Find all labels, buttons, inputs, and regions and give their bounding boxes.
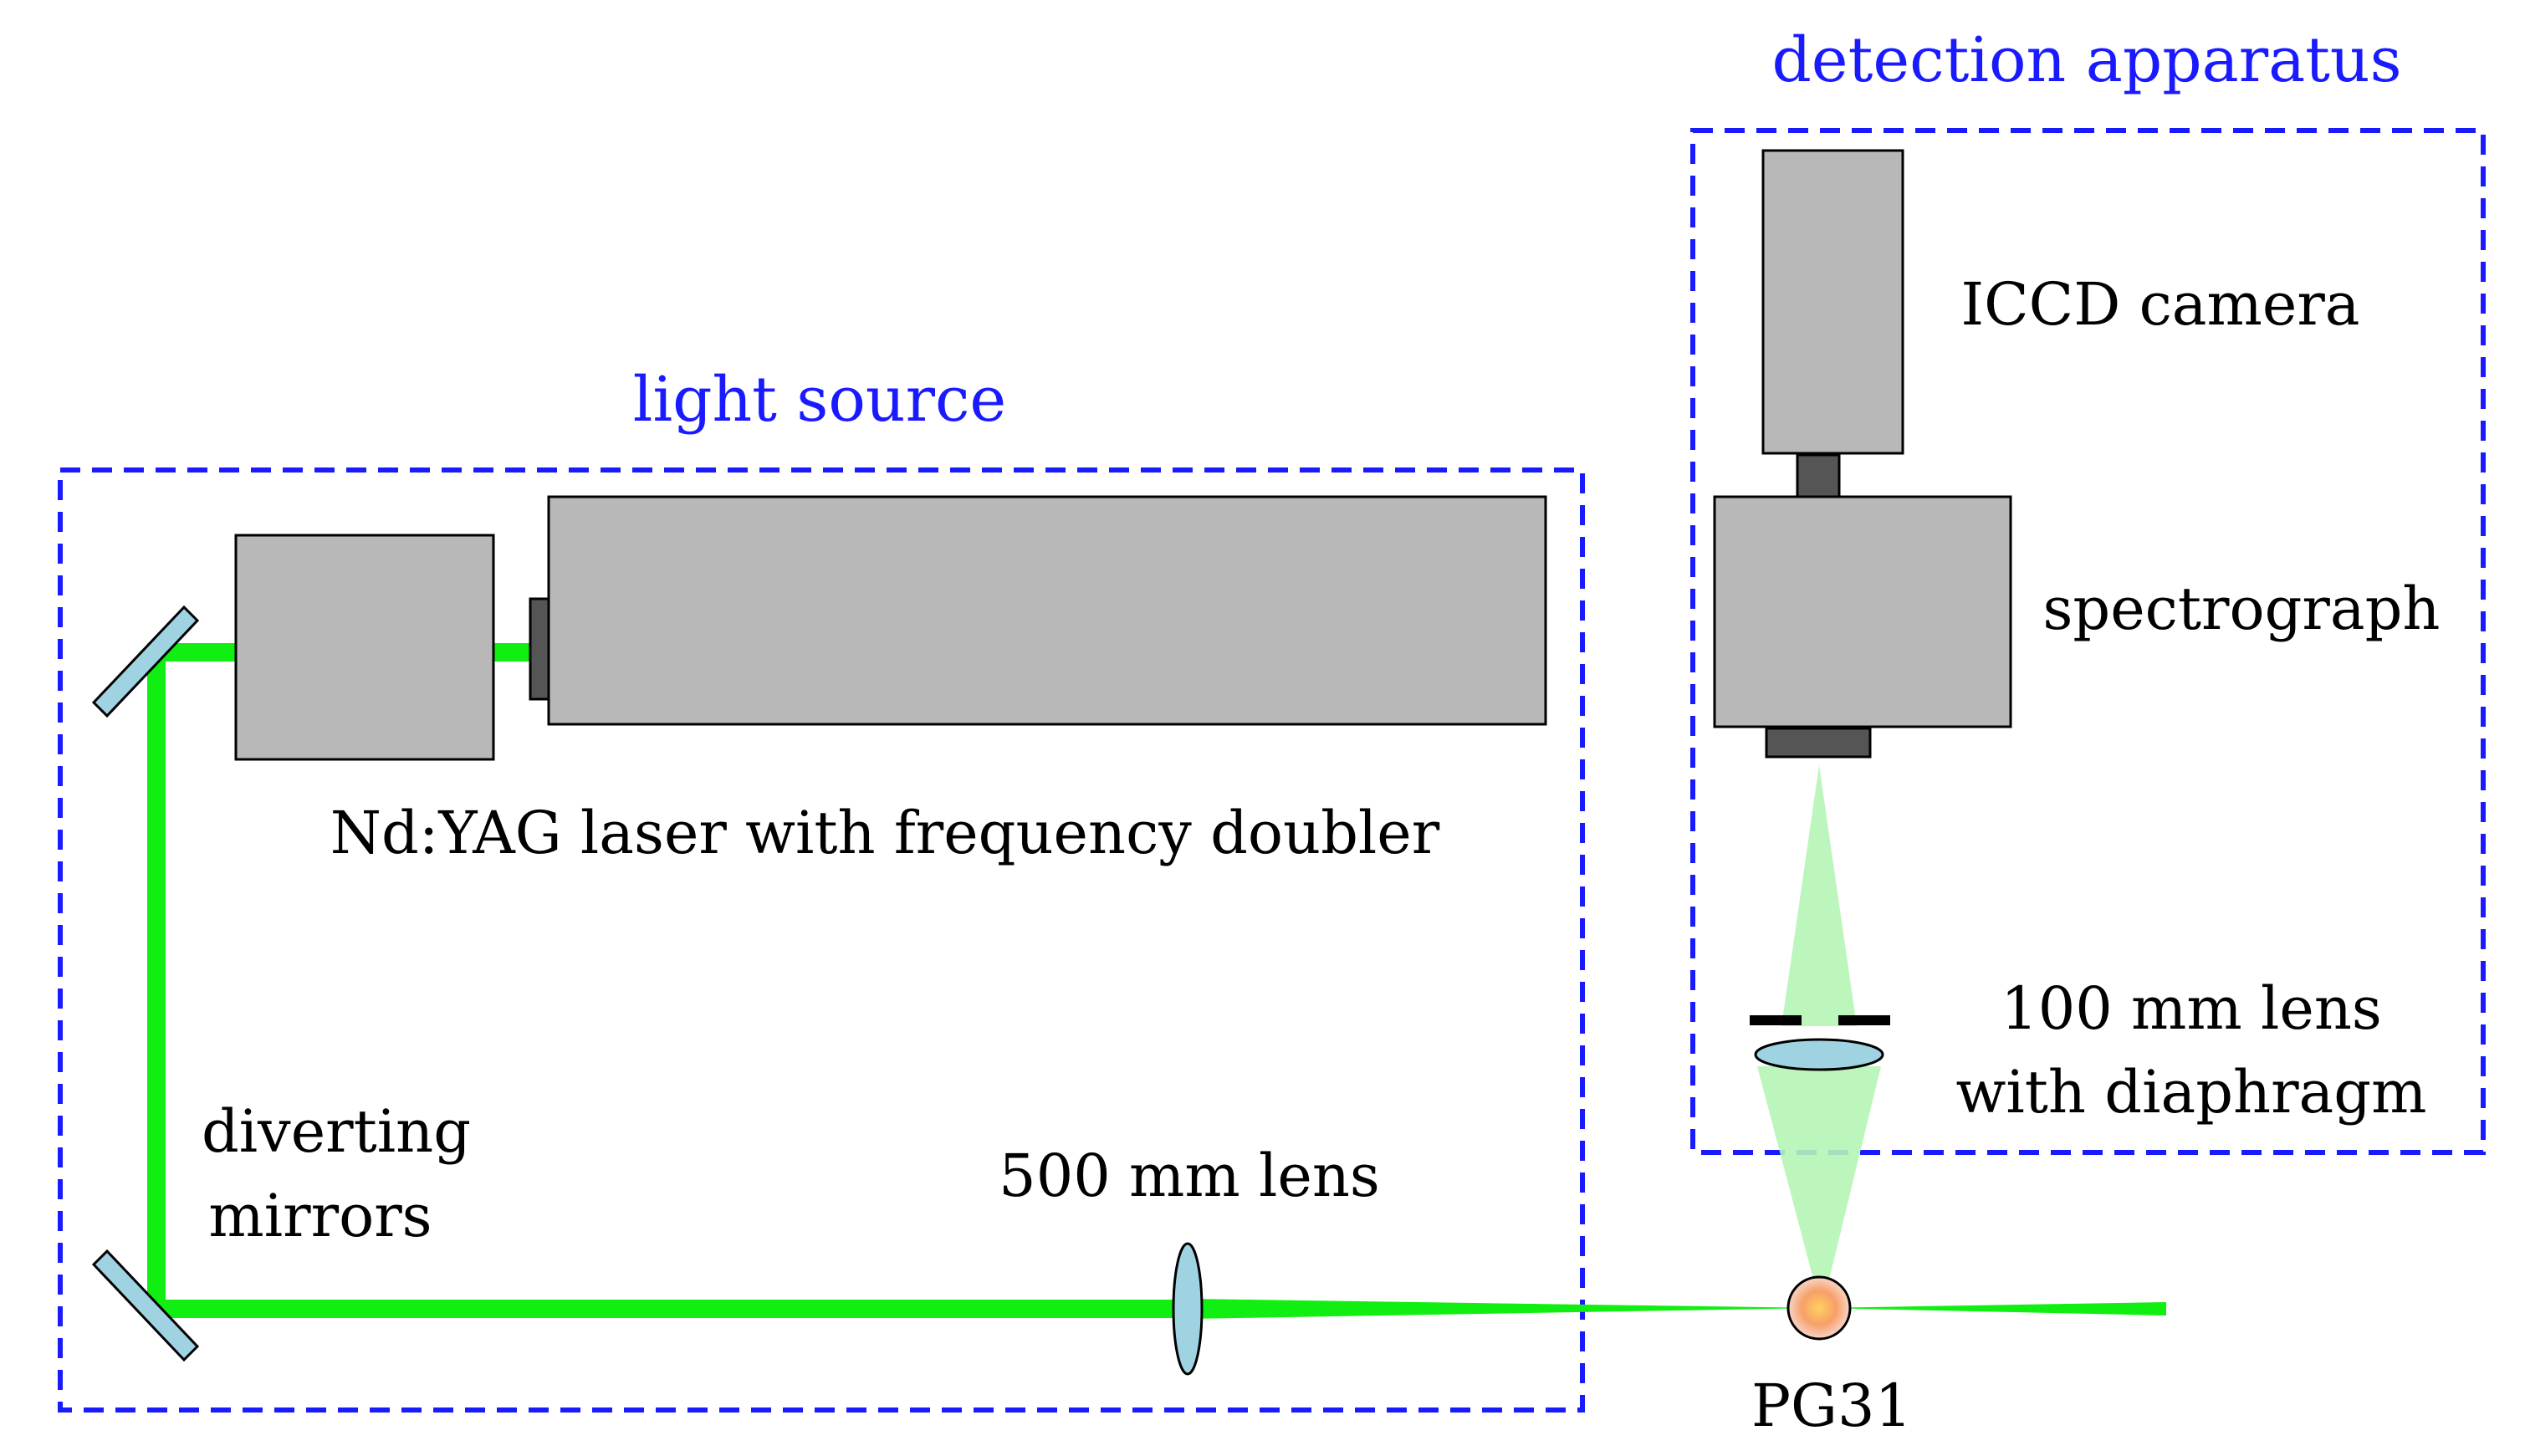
- camera-label: ICCD camera: [1960, 270, 2359, 339]
- upper-diverting-mirror: [91, 605, 200, 718]
- lens-100mm: [1754, 1038, 1884, 1071]
- light-source-title: light source: [633, 364, 1006, 436]
- sample-label: PG31: [1751, 1372, 1912, 1440]
- focused-beam: [1188, 1299, 1819, 1319]
- laser-label: Nd:YAG laser with frequency doubler: [330, 799, 1440, 867]
- diaphragm-left: [1750, 1015, 1802, 1025]
- mirrors-label-line1: diverting: [202, 1097, 471, 1166]
- lower-diverting-mirror: [91, 1249, 200, 1362]
- mirrors-label-line2: mirrors: [208, 1182, 432, 1250]
- frequency-doubler-unit: [234, 534, 495, 761]
- iccd-camera: [1761, 149, 1904, 455]
- diverging-beam: [1819, 1302, 2166, 1316]
- lens-100mm-label-line1: 100 mm lens: [2001, 974, 2382, 1043]
- lens-500mm-label: 500 mm lens: [999, 1142, 1380, 1210]
- collection-cone-lower: [1757, 1066, 1881, 1310]
- light-source-frame: [58, 467, 1585, 1413]
- lens-100mm-label-line2: with diaphragm: [1956, 1058, 2427, 1126]
- detection-frame: [1690, 128, 2486, 1155]
- spectrograph-label: spectrograph: [2043, 575, 2441, 643]
- diaphragm-right: [1838, 1015, 1890, 1025]
- nd-yag-laser-head: [547, 495, 1547, 726]
- lens-500mm: [1172, 1242, 1204, 1376]
- spectrograph: [1713, 495, 2012, 728]
- camera-coupler: [1796, 453, 1841, 498]
- sample-pg31: [1786, 1275, 1852, 1341]
- laser-aperture: [529, 597, 550, 701]
- spectrograph-slit: [1765, 727, 1872, 759]
- collection-cone-upper: [1781, 765, 1857, 1026]
- detection-title: detection apparatus: [1771, 24, 2401, 96]
